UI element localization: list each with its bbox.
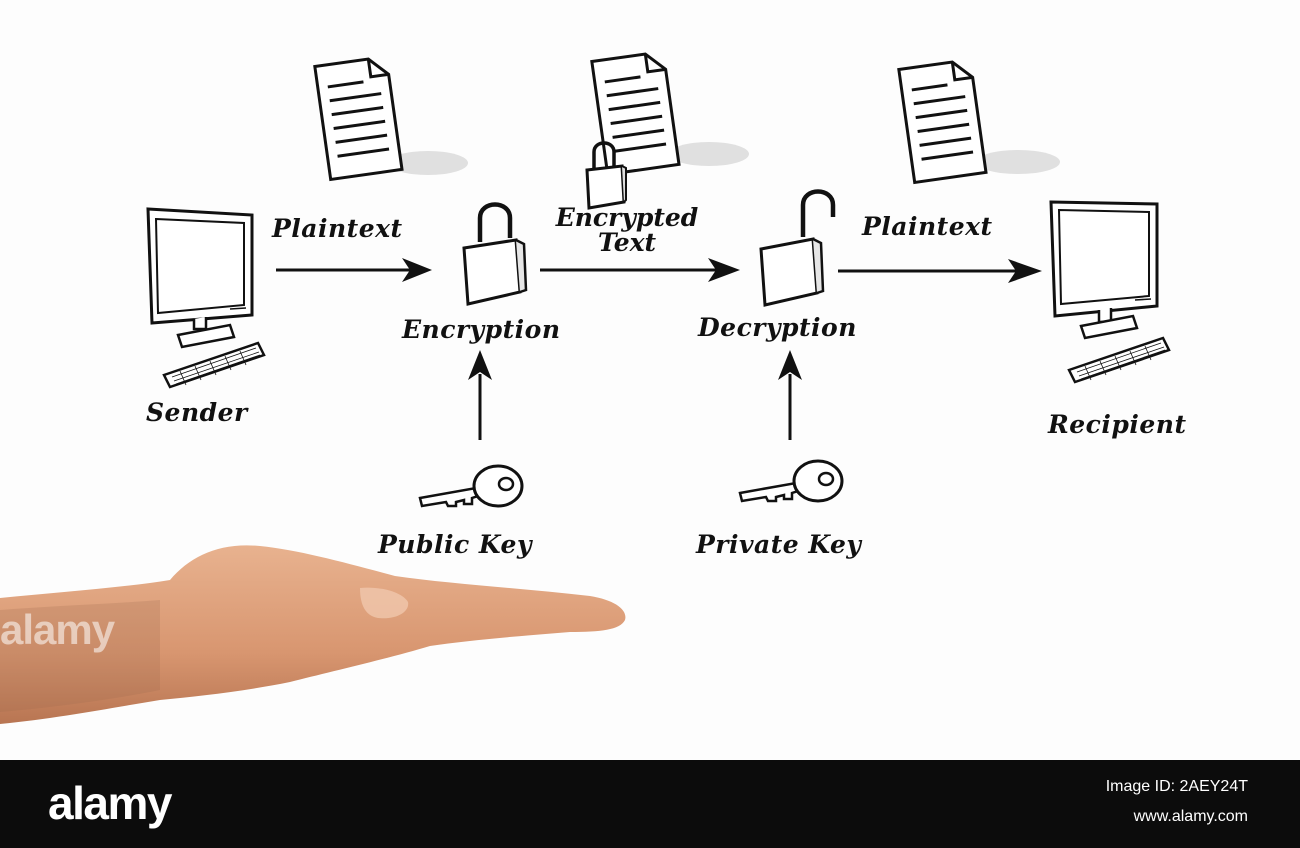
label-sender: Sender	[146, 398, 248, 427]
label-plaintext-in: Plaintext	[272, 214, 403, 243]
label-recipient: Recipient	[1048, 410, 1187, 439]
closed-padlock-icon	[462, 202, 528, 306]
footer-image-id: Image ID: 2AEY24T	[1105, 778, 1248, 795]
stock-footer-bar: alamy Image ID: 2AEY24T www.alamy.com	[0, 760, 1300, 848]
document-icon	[313, 57, 468, 182]
encrypted-document-icon	[590, 52, 749, 177]
diagram-canvas: alamy	[0, 52, 1187, 724]
private-key-icon	[738, 459, 844, 503]
label-decryption: Decryption	[698, 313, 857, 342]
label-encrypted-text: Encrypted Text	[555, 203, 699, 257]
open-hand-image	[0, 545, 626, 724]
label-encryption: Encryption	[402, 315, 561, 344]
label-public-key: Public Key	[378, 530, 532, 559]
document-icon	[897, 60, 1060, 185]
recipient-computer-icon	[1049, 200, 1171, 384]
flow-arrows	[276, 258, 1042, 440]
sender-computer-icon	[146, 207, 266, 389]
small-padlock-icon	[585, 141, 627, 210]
label-private-key: Private Key	[696, 530, 862, 559]
watermark: alamy	[0, 606, 115, 653]
footer-brand-logo: alamy	[48, 777, 172, 829]
label-plaintext-out: Plaintext	[862, 212, 993, 241]
public-key-icon	[418, 464, 524, 508]
open-padlock-icon	[759, 189, 836, 307]
footer-site-url: www.alamy.com	[1133, 808, 1248, 825]
